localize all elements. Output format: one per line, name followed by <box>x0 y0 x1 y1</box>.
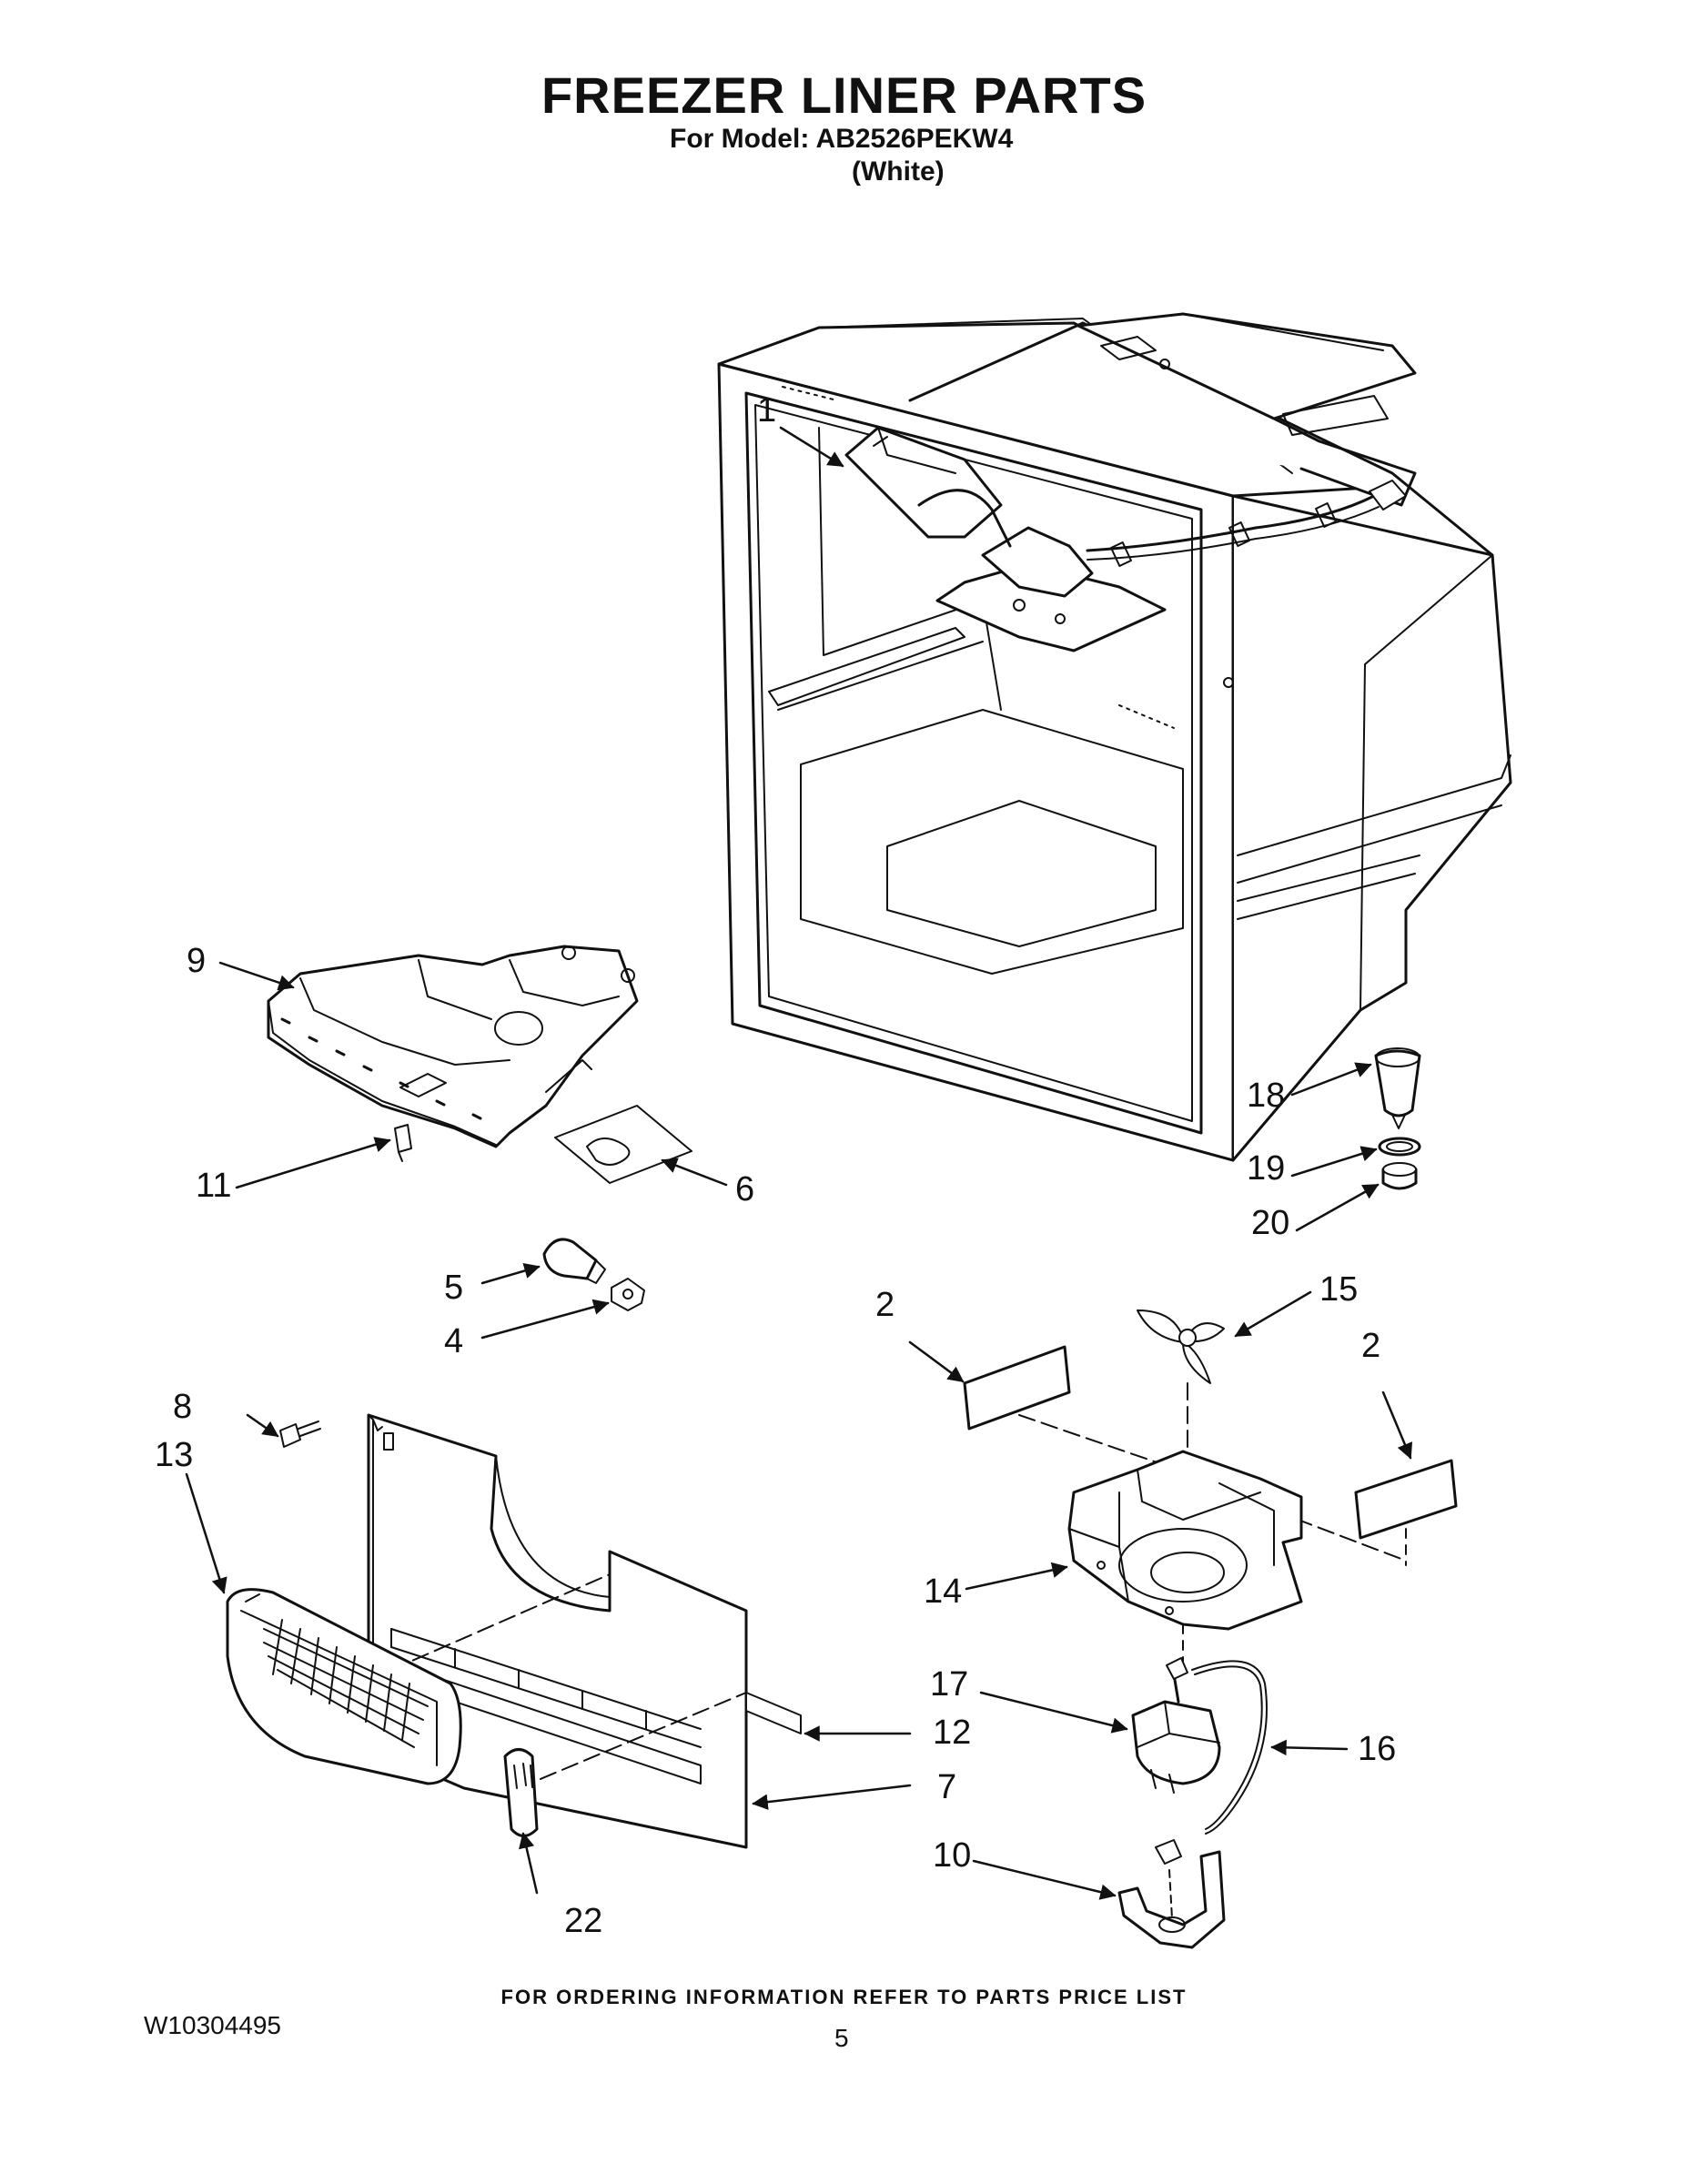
thermistor-part <box>503 1748 539 1837</box>
callout-20: 20 <box>1251 1204 1290 1242</box>
motor-bracket-part <box>1117 1839 1226 1949</box>
callout-11: 11 <box>196 1167 232 1205</box>
callout-7: 7 <box>937 1768 957 1806</box>
callout-22: 22 <box>564 1902 603 1940</box>
light-socket-part <box>611 1278 645 1311</box>
fan-motor-part <box>1131 1657 1221 1794</box>
callout-6: 6 <box>735 1170 755 1208</box>
ordering-info-note: FOR ORDERING INFORMATION REFER TO PARTS … <box>500 1986 1188 2008</box>
foam-block-part <box>963 1345 1166 1466</box>
callout-17: 17 <box>930 1665 969 1704</box>
rear-panel-part <box>367 1413 748 1849</box>
callout-14: 14 <box>924 1572 963 1611</box>
callout-10: 10 <box>933 1836 972 1875</box>
callout-9: 9 <box>187 942 207 980</box>
callout-13: 13 <box>155 1436 194 1474</box>
model-number: For Model: AB2526PEKW4 <box>670 124 1014 154</box>
motor-wire-part <box>1191 1660 1268 1835</box>
callout-8: 8 <box>173 1388 193 1426</box>
callout-5: 5 <box>444 1269 464 1307</box>
callout-1: 1 <box>757 391 777 430</box>
page-title: FREEZER LINER PARTS <box>541 66 1147 124</box>
callout-16: 16 <box>1358 1730 1397 1768</box>
callout-18: 18 <box>1247 1077 1286 1115</box>
freezer-liner-part <box>717 312 1512 1162</box>
air-grille-part <box>226 1588 462 1785</box>
light-bulb-part <box>542 1238 606 1284</box>
document-number: W10304495 <box>144 2011 282 2039</box>
callout-2-right: 2 <box>1361 1327 1381 1365</box>
page-number: 5 <box>834 2024 849 2052</box>
callout-15: 15 <box>1319 1270 1359 1309</box>
gasket-sheet-part <box>554 1105 692 1184</box>
drain-cup-part <box>1374 1047 1421 1129</box>
foam-strip-part <box>745 1692 802 1734</box>
model-color: (White) <box>852 157 945 187</box>
fan-housing-part <box>1067 1450 1303 1666</box>
clip-part <box>394 1124 412 1162</box>
callout-2: 2 <box>875 1286 895 1324</box>
leader-lines <box>185 426 1413 1900</box>
callout-4: 4 <box>444 1322 464 1360</box>
screw-part <box>279 1421 321 1448</box>
o-ring-part <box>1378 1137 1421 1157</box>
fan-blade-part <box>1137 1309 1225 1493</box>
evaporator-cover-part <box>267 945 639 1148</box>
callout-19: 19 <box>1247 1149 1286 1188</box>
grommet-part <box>1381 1162 1418 1190</box>
callout-12: 12 <box>933 1714 972 1752</box>
